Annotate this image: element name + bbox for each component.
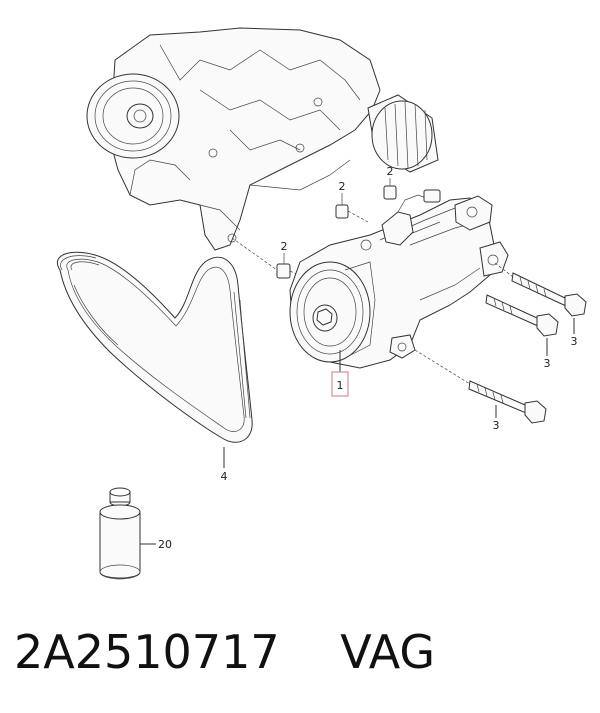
- engine-block-illustration: [86, 27, 439, 251]
- cylindrical-part-illustration: [99, 487, 156, 580]
- callout-label-2-top: 2: [387, 165, 394, 178]
- brand-name: VAG: [340, 625, 436, 679]
- callout-label-1: 1: [337, 379, 344, 392]
- ac-compressor-illustration: [289, 189, 509, 397]
- callout-label-4: 4: [221, 470, 228, 483]
- callout-label-3-top: 3: [571, 335, 578, 348]
- bolt-lower-illustration: [414, 349, 547, 424]
- bushing-top-illustration: [383, 178, 397, 200]
- callout-label-3-middle: 3: [544, 357, 551, 370]
- exploded-parts-diagram: 1 2 2 2 3 3 3 4 20: [57, 27, 587, 580]
- bushing-middle-illustration: [335, 193, 369, 223]
- part-caption: 2A2510717 VAG: [14, 622, 435, 682]
- highlight-box: [331, 371, 349, 397]
- bushing-lower-illustration: [231, 237, 306, 279]
- ribbed-drive-belt-illustration: [57, 251, 253, 468]
- callout-label-2-lower: 2: [281, 240, 288, 253]
- callout-label-3-lower: 3: [493, 419, 500, 432]
- part-number: 2A2510717: [14, 625, 280, 679]
- callout-label-2-middle: 2: [339, 180, 346, 193]
- bolt-top-illustration: [494, 262, 587, 334]
- bolt-middle-illustration: [485, 294, 559, 356]
- callout-label-20: 20: [158, 538, 172, 551]
